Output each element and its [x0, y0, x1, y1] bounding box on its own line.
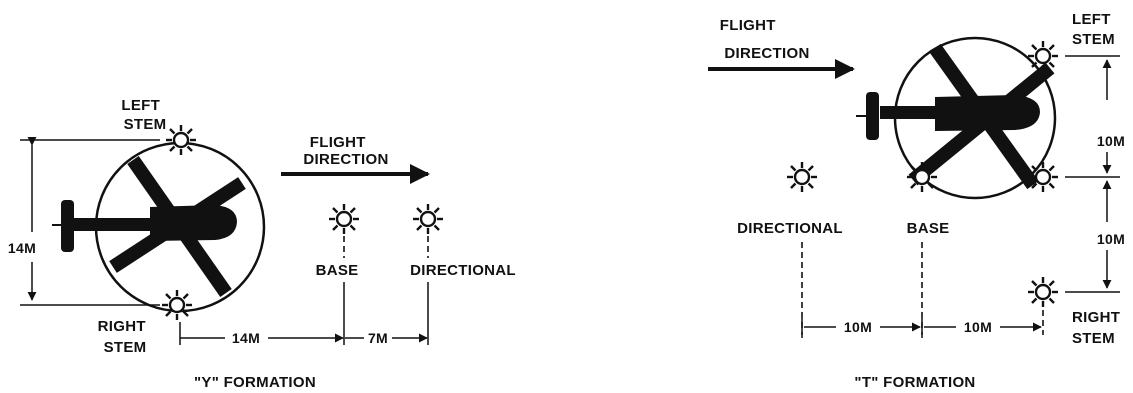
helicopter-icon: [856, 43, 1055, 190]
y-horizontal-dimensions: 14M 7M: [180, 330, 428, 346]
y-base-label: BASE: [316, 262, 359, 279]
t-directional-light-icon: [785, 160, 819, 194]
t-formation-caption: "T" FORMATION: [854, 374, 975, 391]
t-mid-to-right-value: 10M: [1097, 231, 1125, 247]
t-left-stem-label: LEFT STEM: [1072, 11, 1115, 48]
y-height-dimension: 14M: [8, 136, 160, 306]
y-base-light-icon: [327, 202, 361, 236]
y-left-stem-label: LEFT STEM: [121, 97, 166, 133]
t-mid-stem-light-icon: [1026, 160, 1060, 194]
y-directional-light-icon: [411, 202, 445, 236]
helicopter-icon: [52, 155, 246, 298]
t-base-light-icon: [905, 160, 939, 194]
t-base-to-right-value: 10M: [964, 319, 992, 335]
y-right-to-base-value: 14M: [232, 330, 260, 346]
t-right-stem-light-icon: [1026, 275, 1060, 309]
y-formation: LEFT STEM RIGHT STEM FLIGHT DIRECTION 14…: [8, 97, 516, 391]
t-left-stem-light-icon: [1026, 39, 1060, 73]
t-right-stem-label: RIGHT STEM: [1072, 309, 1125, 347]
t-directional-label: DIRECTIONAL: [737, 220, 843, 237]
t-base-label: BASE: [907, 220, 950, 237]
y-formation-caption: "Y" FORMATION: [194, 374, 316, 391]
y-right-stem-label: RIGHT STEM: [98, 318, 151, 356]
y-directional-label: DIRECTIONAL: [410, 262, 516, 279]
y-flight-direction-label: FLIGHT DIRECTION: [303, 134, 388, 168]
y-left-stem-light-icon: [164, 123, 198, 157]
t-formation: FLIGHT DIRECTION LEFT STEM RIGHT STEM 10…: [708, 11, 1125, 391]
t-flight-direction-label: FLIGHT DIRECTION: [720, 17, 810, 62]
y-right-stem-light-icon: [160, 288, 194, 322]
t-horizontal-dimensions: 10M 10M: [804, 319, 1042, 335]
t-vertical-dimensions: 10M 10M: [1065, 55, 1125, 293]
y-base-to-directional-value: 7M: [368, 330, 388, 346]
t-left-to-mid-value: 10M: [1097, 133, 1125, 149]
t-directional-to-base-value: 10M: [844, 319, 872, 335]
y-height-value: 14M: [8, 240, 36, 256]
